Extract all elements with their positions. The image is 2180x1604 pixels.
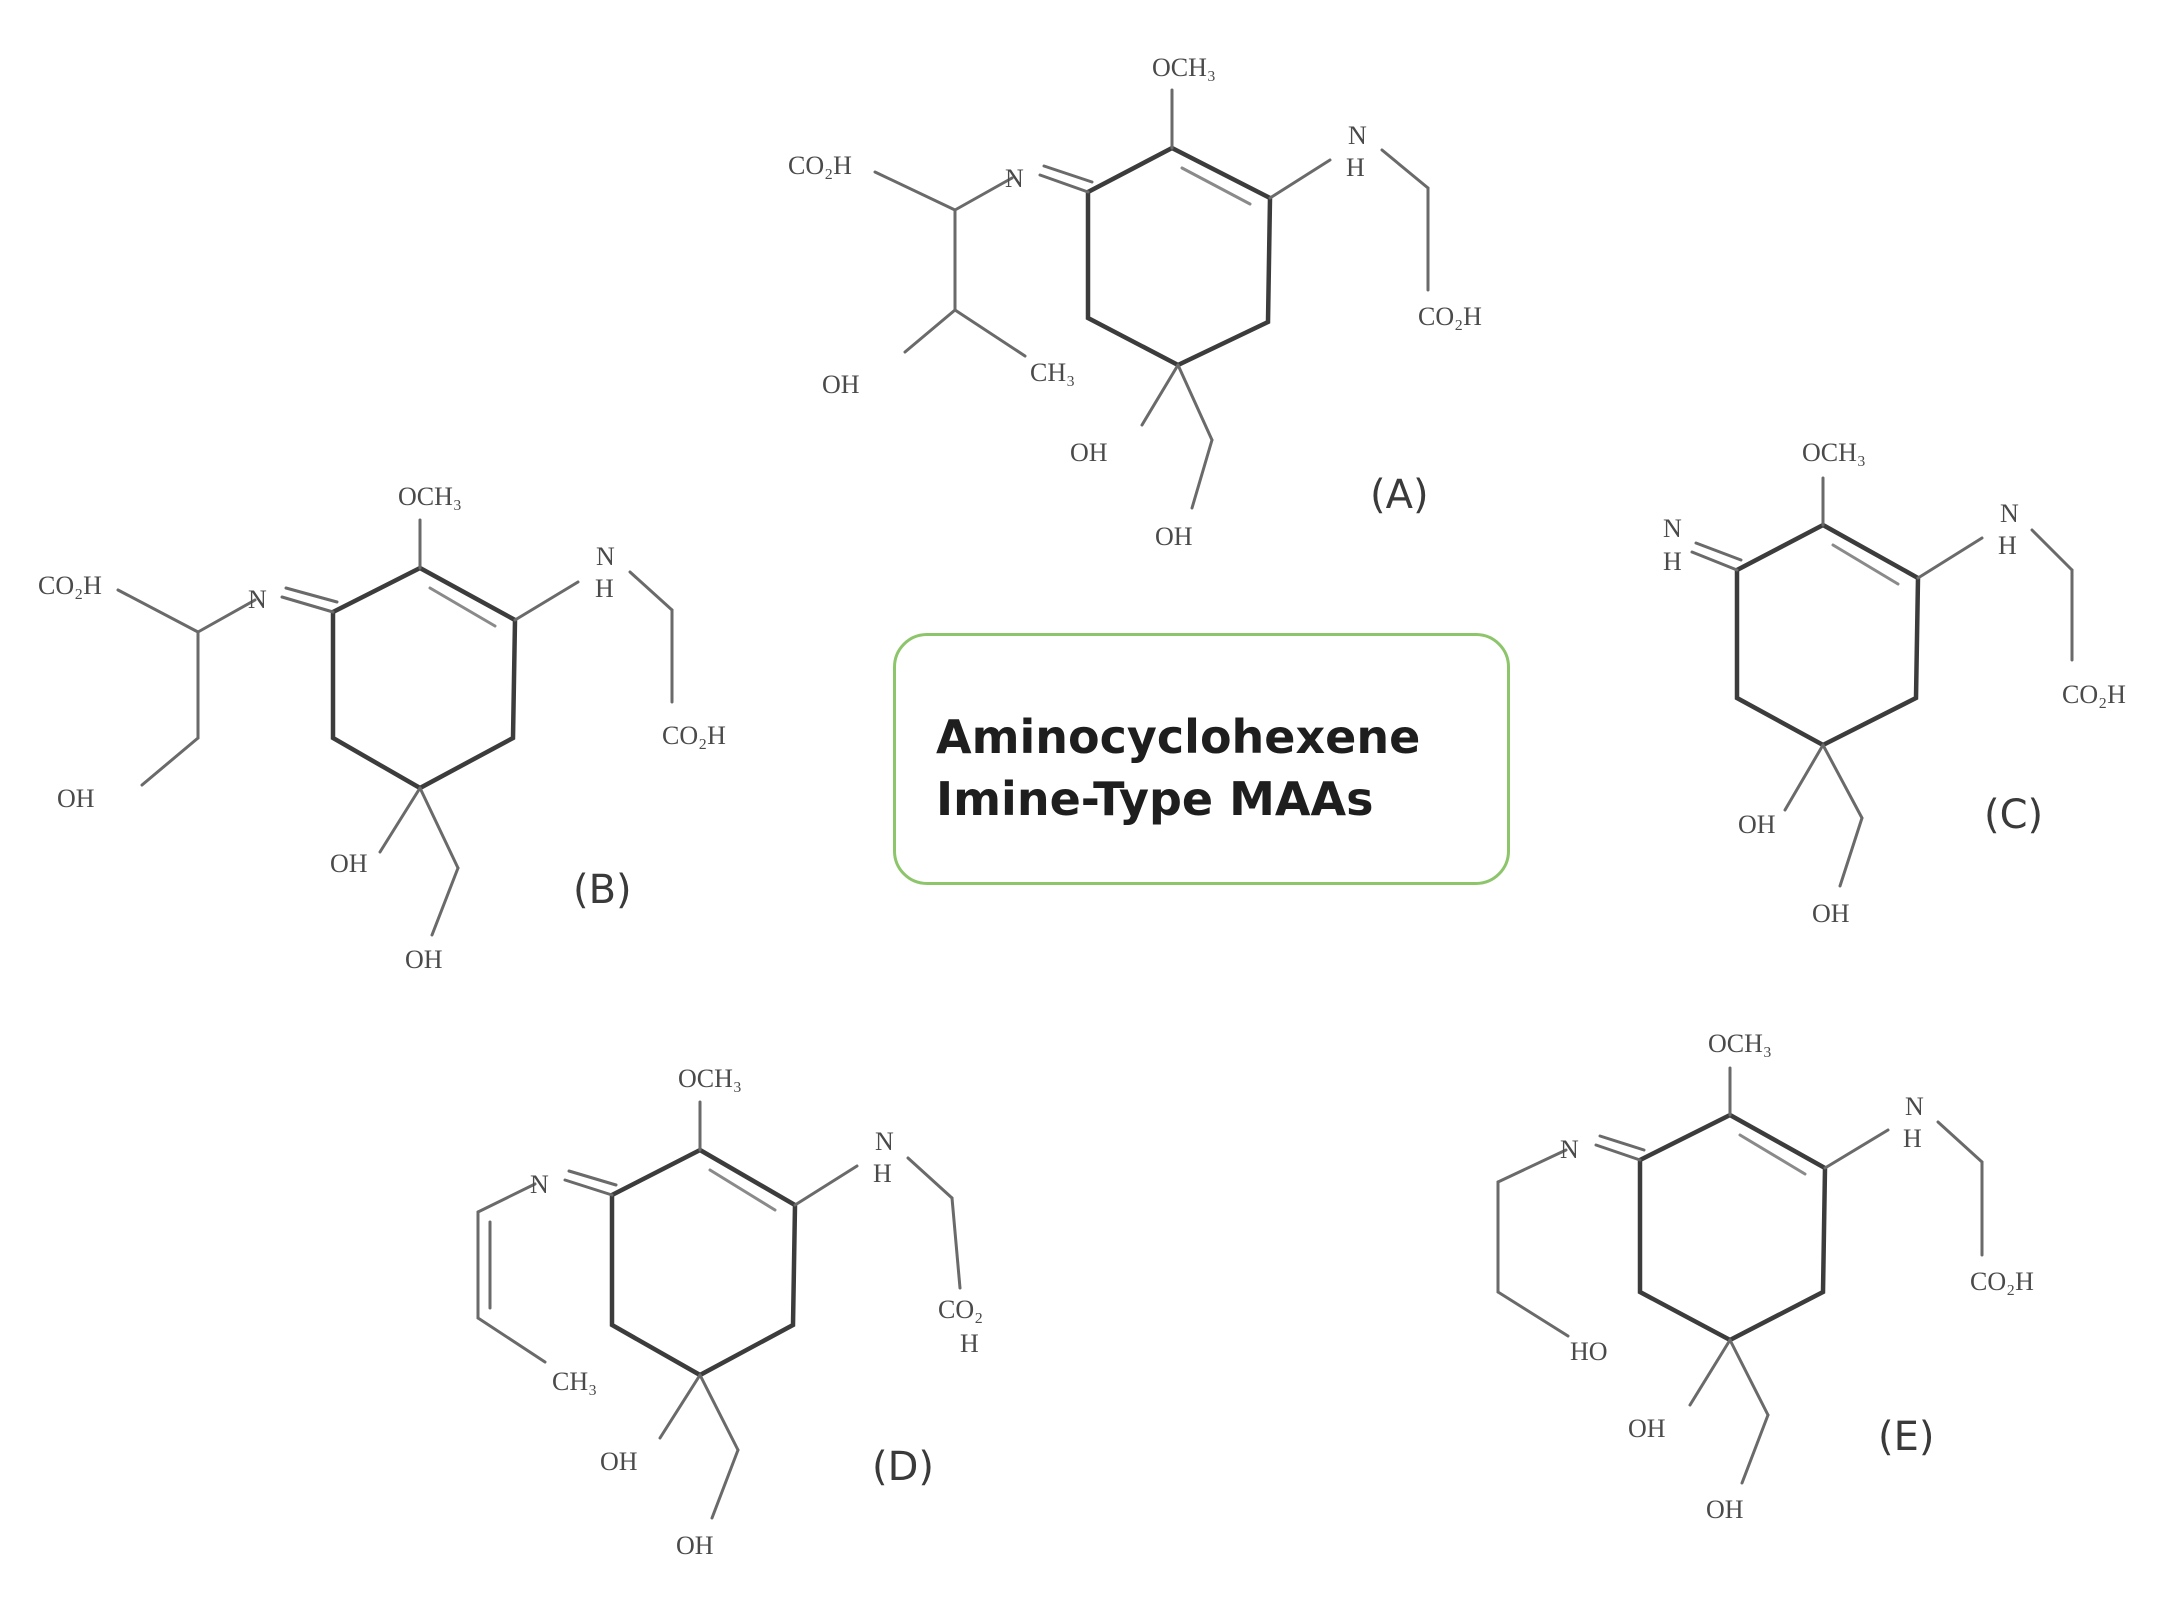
atom-label: OH xyxy=(1812,899,1850,928)
atom-label: N xyxy=(1663,514,1682,543)
molecule-b: OCH₃ N H CO₂H CO₂H N OH OH OH (B) xyxy=(38,482,726,974)
atom-label: OCH₃ xyxy=(678,1064,742,1093)
atom-label: CO₂H xyxy=(1418,302,1482,331)
atom-label: CO₂H xyxy=(2062,680,2126,709)
molecule-b-label: (B) xyxy=(573,867,632,913)
molecule-d: OCH₃ N H CO₂ H N CH₃ OH OH (D) xyxy=(476,1064,983,1560)
molecule-c-label: (C) xyxy=(1984,792,2043,838)
atom-label: N xyxy=(1348,121,1367,150)
molecule-d-label: (D) xyxy=(872,1444,934,1490)
atom-label: H xyxy=(595,574,614,603)
atom-label: OH xyxy=(1628,1414,1666,1443)
atom-label: H xyxy=(960,1329,979,1358)
atom-label: OH xyxy=(676,1531,714,1560)
atom-label: CH₃ xyxy=(552,1367,597,1396)
molecule-d-bonds xyxy=(476,1100,962,1520)
atom-label: OH xyxy=(330,849,368,878)
molecule-e-label: (E) xyxy=(1878,1414,1934,1460)
atom-label: CO₂H xyxy=(1970,1267,2034,1296)
molecule-c-atoms: OCH₃ N H CO₂H N H OH OH xyxy=(1663,438,2126,928)
atom-label: OH xyxy=(1706,1495,1744,1524)
atom-label: H xyxy=(1903,1124,1922,1153)
molecule-d-atoms: OCH₃ N H CO₂ H N CH₃ OH OH xyxy=(530,1064,983,1560)
molecule-a-bonds xyxy=(873,88,1430,510)
atom-label: OCH₃ xyxy=(398,482,462,511)
molecule-a: OCH₃ N H CO₂H CO₂H N OH CH₃ OH OH (A) xyxy=(788,53,1482,551)
atom-label: OH xyxy=(1070,438,1108,467)
molecule-b-atoms: OCH₃ N H CO₂H CO₂H N OH OH OH xyxy=(38,482,726,974)
atom-label: N xyxy=(248,585,267,614)
atom-label: CO₂ xyxy=(938,1295,983,1324)
atom-label: H xyxy=(873,1159,892,1188)
title-line-2: Imine-Type MAAs xyxy=(936,772,1374,826)
molecule-e-atoms: OCH₃ N H CO₂H N HO OH OH xyxy=(1560,1029,2034,1524)
atom-label: OH xyxy=(822,370,860,399)
molecule-a-label: (A) xyxy=(1370,472,1429,518)
atom-label: N xyxy=(530,1170,549,1199)
atom-label: OH xyxy=(1155,522,1193,551)
atom-label: OH xyxy=(405,945,443,974)
atom-label: CO₂H xyxy=(788,151,852,180)
molecule-a-atoms: OCH₃ N H CO₂H CO₂H N OH CH₃ OH OH xyxy=(788,53,1482,551)
molecule-b-bonds xyxy=(116,518,674,937)
atom-label: N xyxy=(1560,1135,1579,1164)
atom-label: N xyxy=(596,542,615,571)
atom-label: N xyxy=(2000,499,2019,528)
atom-label: N xyxy=(1905,1092,1924,1121)
atom-label: H xyxy=(1346,153,1365,182)
atom-label: OH xyxy=(600,1447,638,1476)
atom-label: N xyxy=(1005,164,1024,193)
atom-label: OH xyxy=(1738,810,1776,839)
molecule-c-bonds xyxy=(1690,476,2074,888)
atom-label: OCH₃ xyxy=(1802,438,1866,467)
atom-label: HO xyxy=(1570,1337,1608,1366)
molecule-e: OCH₃ N H CO₂H N HO OH OH (E) xyxy=(1496,1029,2034,1524)
atom-label: OCH₃ xyxy=(1708,1029,1772,1058)
molecule-e-bonds xyxy=(1496,1066,1984,1485)
title-line-1: Aminocyclohexene xyxy=(936,710,1421,764)
title-box: Aminocyclohexene Imine-Type MAAs xyxy=(893,633,1510,885)
atom-label: CH₃ xyxy=(1030,358,1075,387)
atom-label: CO₂H xyxy=(38,571,102,600)
atom-label: CO₂H xyxy=(662,721,726,750)
atom-label: OH xyxy=(57,784,95,813)
atom-label: H xyxy=(1998,531,2017,560)
atom-label: OCH₃ xyxy=(1152,53,1216,82)
molecule-c: OCH₃ N H CO₂H N H OH OH (C) xyxy=(1663,438,2126,928)
atom-label: H xyxy=(1663,547,1682,576)
atom-label: N xyxy=(875,1127,894,1156)
